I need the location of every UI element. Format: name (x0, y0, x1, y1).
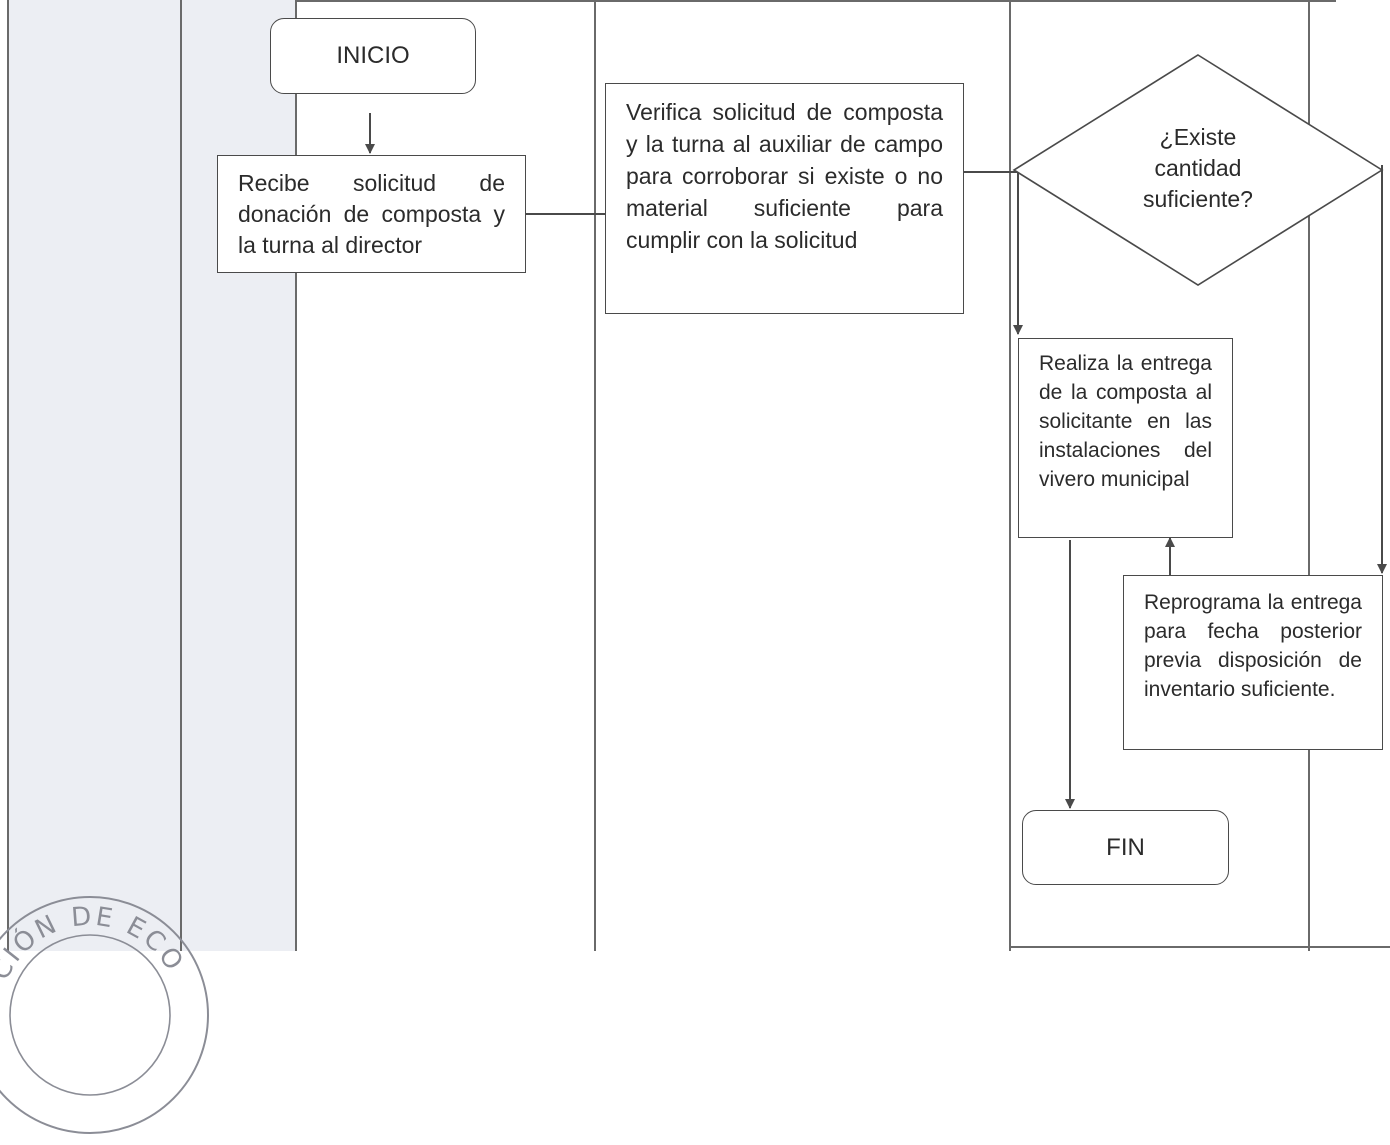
reschedule-box: Reprograma la entrega para fecha posteri… (1123, 575, 1383, 750)
deliver-box: Realiza la entrega de la composta al sol… (1018, 338, 1233, 538)
lane-divider (180, 0, 182, 951)
lane-divider (7, 0, 9, 951)
decision-diamond (1012, 54, 1384, 286)
top-border (296, 0, 1336, 2)
official-seal: CIÓN DE ECO (0, 896, 209, 1134)
decision-label: ¿Existe cantidad suficiente? (1143, 124, 1253, 212)
lane-divider (295, 0, 297, 951)
verify-request-box: Verifica solicitud de composta y la turn… (605, 83, 964, 314)
flow-connectors (365, 54, 1387, 809)
receive-request-box: Recibe solicitud de donación de composta… (217, 155, 526, 273)
lane-shade-1 (8, 0, 180, 951)
start-terminal: INICIO (270, 18, 476, 94)
bottom-border (1010, 946, 1390, 948)
lane-divider (594, 0, 596, 951)
lane-divider (1308, 0, 1310, 951)
lane-divider (1009, 0, 1011, 951)
end-terminal: FIN (1022, 810, 1229, 885)
